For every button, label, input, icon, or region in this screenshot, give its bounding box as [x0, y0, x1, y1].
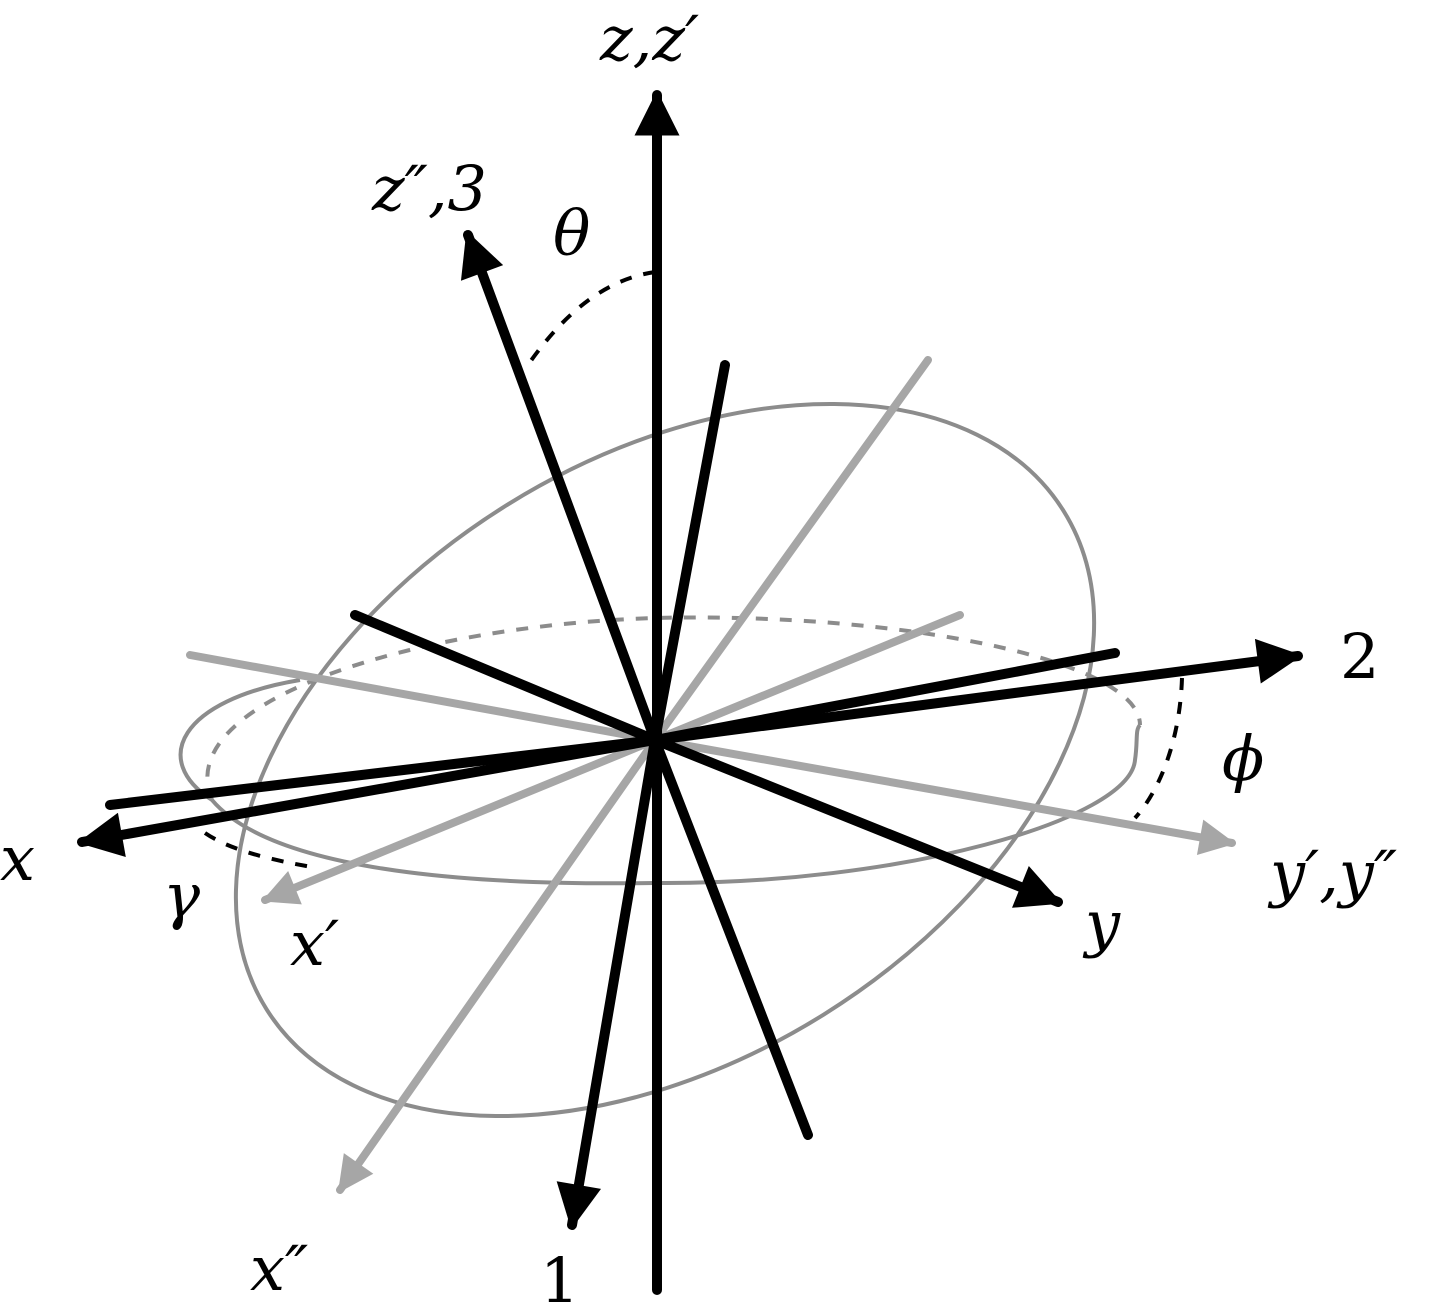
y-axis	[650, 735, 1063, 908]
gray-line-right-upper	[651, 611, 964, 744]
label-y-prime-y-double: y′,y″	[1267, 837, 1397, 910]
label-x-prime: x′	[290, 907, 339, 980]
label-gamma: γ	[163, 859, 201, 932]
black-line-lower-right	[650, 735, 813, 1140]
label-axis-2: 2	[1340, 620, 1379, 693]
label-axis-1: 1	[540, 1244, 579, 1307]
label-y: y	[1082, 887, 1121, 960]
phi-angle-arc	[1133, 677, 1184, 820]
label-z-z-prime: z,z′	[599, 2, 699, 75]
x-double-axis	[336, 736, 659, 1194]
tilted-ellipse	[233, 401, 1097, 1119]
gray-line-upper-right	[651, 356, 932, 744]
gamma-angle-arc	[203, 831, 319, 870]
black-line-upper	[650, 360, 730, 745]
axis-2	[650, 638, 1303, 745]
theta-angle-arc	[528, 270, 656, 364]
horizontal-ellipse-front-arc	[178, 678, 1142, 886]
black-line-left	[105, 735, 660, 810]
axis-1	[556, 735, 660, 1230]
black-line-upper-left	[350, 610, 660, 745]
label-theta: θ	[553, 197, 590, 270]
label-x-double: x″	[250, 1232, 308, 1305]
y-prime-y-double-axis	[651, 736, 1236, 856]
label-z-double-3: z″,3	[371, 152, 487, 225]
label-x: x	[0, 822, 35, 895]
gray-line-left-upper	[186, 651, 659, 744]
z-double-3-axis	[460, 230, 660, 745]
x-axis	[77, 735, 660, 858]
label-phi: ϕ	[1222, 722, 1264, 795]
horizontal-ellipse-back-arc	[205, 615, 1142, 801]
x-prime-axis	[261, 736, 659, 905]
